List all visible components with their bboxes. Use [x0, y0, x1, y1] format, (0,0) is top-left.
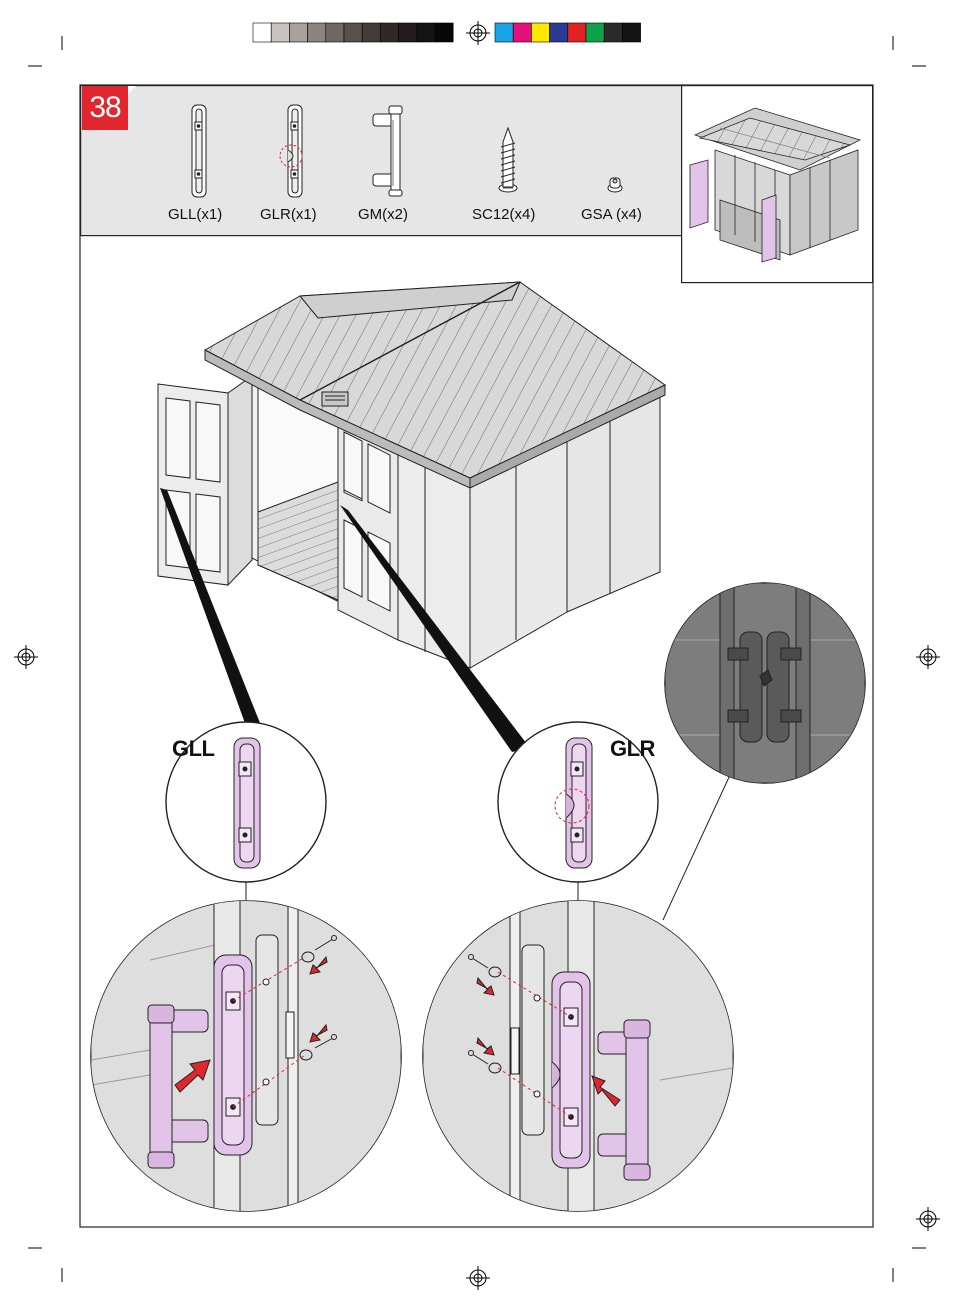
gray-swatch — [362, 23, 380, 42]
part-label-gll: GLL(x1) — [168, 207, 222, 222]
detail-assembly-right — [423, 900, 733, 1212]
color-swatch — [568, 23, 586, 42]
gray-swatch — [308, 23, 326, 42]
registration-mark-bottom-right — [916, 1207, 940, 1231]
part-label-glr: GLR(x1) — [260, 207, 317, 222]
callout-label-glr: GLR — [610, 738, 655, 760]
color-swatch — [531, 23, 549, 42]
callout-label-gll: GLL — [172, 738, 215, 760]
part-gll-illustration — [192, 105, 206, 197]
gray-swatch — [289, 23, 307, 42]
registration-mark-bottom — [466, 1266, 490, 1290]
color-swatch — [550, 23, 568, 42]
part-label-sc12: SC12(x4) — [472, 207, 535, 222]
color-swatch — [604, 23, 622, 42]
part-label-gm: GM(x2) — [358, 207, 408, 222]
registration-mark-right — [916, 645, 940, 669]
gray-swatch — [253, 23, 271, 42]
color-swatch — [586, 23, 604, 42]
detail-installed-hinge — [665, 583, 865, 783]
process-color-bar — [495, 23, 641, 42]
gray-swatch — [326, 23, 344, 42]
part-gsa-illustration — [608, 178, 622, 192]
registration-mark-top — [466, 21, 490, 45]
step-number-badge: 38 — [82, 86, 128, 130]
color-swatch — [513, 23, 531, 42]
gray-swatch — [380, 23, 398, 42]
part-label-gsa: GSA (x4) — [581, 207, 642, 222]
gray-color-bar — [253, 23, 453, 42]
gray-swatch — [435, 23, 453, 42]
gray-swatch — [399, 23, 417, 42]
gray-swatch — [271, 23, 289, 42]
gray-swatch — [417, 23, 435, 42]
registration-mark-left — [14, 645, 38, 669]
color-swatch — [495, 23, 513, 42]
gray-swatch — [344, 23, 362, 42]
detail-assembly-left — [91, 900, 401, 1212]
color-swatch — [622, 23, 640, 42]
